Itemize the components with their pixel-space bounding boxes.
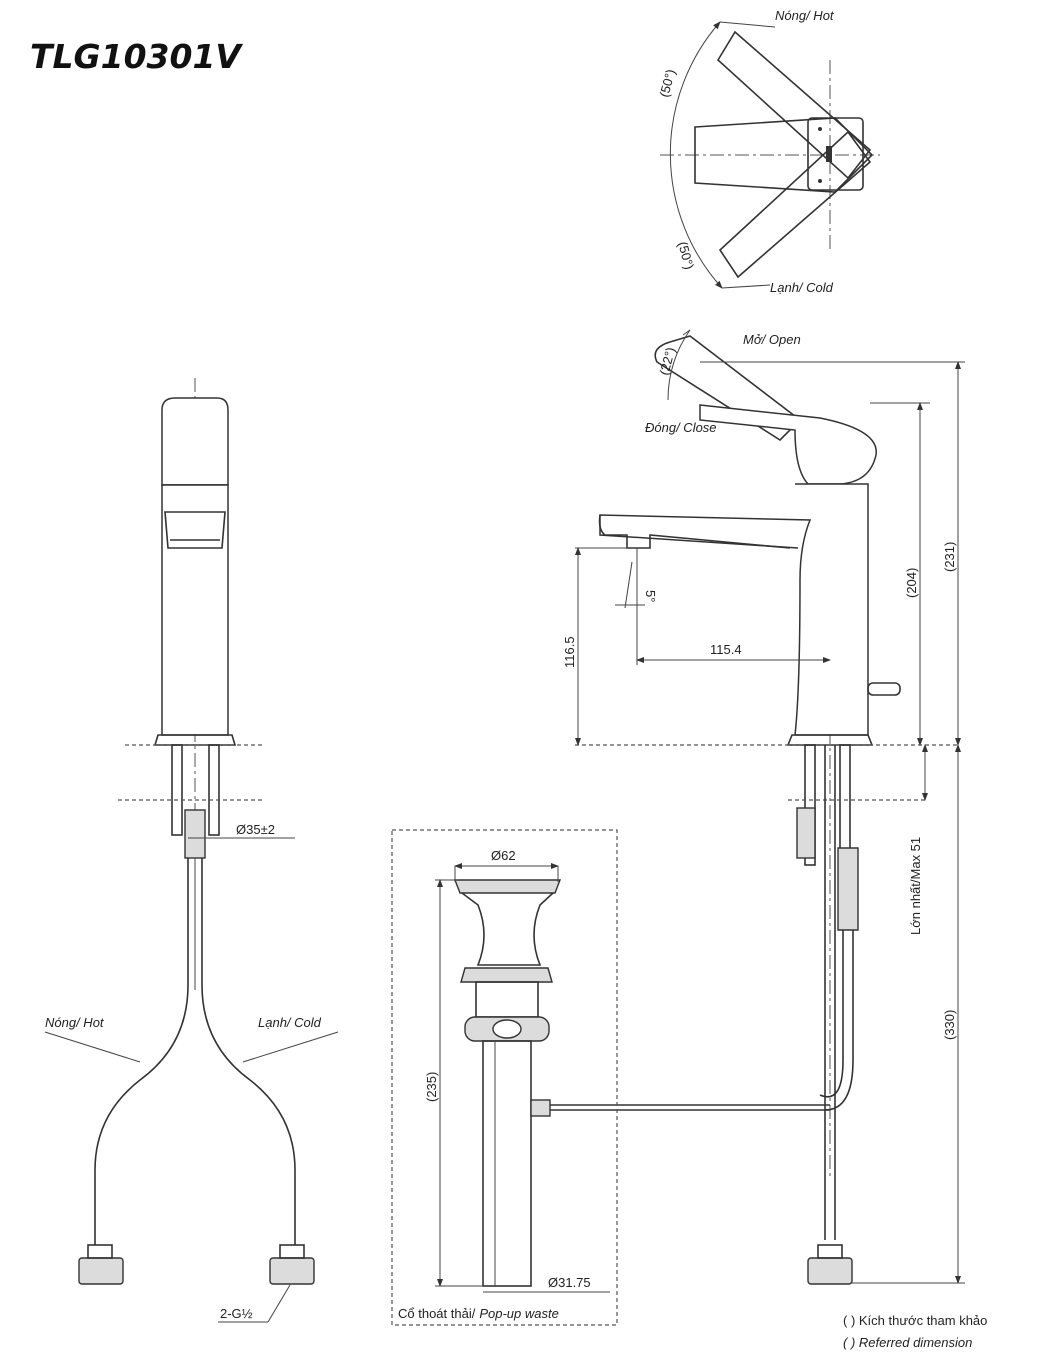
side-max-thickness: Lớn nhất/Max 51 [908, 837, 923, 935]
side-dim-231: (231) [942, 542, 957, 572]
front-cold-label: Lạnh/ Cold [258, 1015, 322, 1030]
waste-height: (235) [424, 1072, 439, 1102]
top-angle-upper: (50°) [656, 68, 678, 99]
side-view: 116.5 115.4 5° (204) (231) (330) Lớn nhấ… [550, 329, 965, 1285]
side-spout-reach: 115.4 [710, 642, 742, 657]
model-title: TLG10301V [30, 37, 243, 76]
side-spout-angle: 5° [643, 590, 658, 602]
side-lever-angle: (22°) [656, 346, 678, 377]
front-thread-label: 2-G½ [220, 1306, 253, 1321]
side-dim-330: (330) [942, 1010, 957, 1040]
note-line-1: ( ) Kích thước tham khảo [843, 1313, 987, 1328]
side-spout-height: 116.5 [562, 636, 577, 668]
waste-label: Cổ thoát thải/Pop-up waste [398, 1306, 559, 1321]
front-view: Ø35±2 Nóng/ Hot Lạnh/ Cold 2-G½ [44, 378, 339, 1323]
waste-pipe-dia: Ø31.75 [548, 1275, 591, 1290]
top-cold-label: Lạnh/ Cold [770, 280, 834, 295]
top-hot-label: Nóng/ Hot [775, 8, 835, 23]
top-angle-lower: (50°) [675, 240, 697, 271]
front-hot-label: Nóng/ Hot [45, 1015, 105, 1030]
front-hole-dim: Ø35±2 [236, 822, 275, 837]
waste-label-vi: Cổ thoát thải/ [398, 1306, 476, 1321]
waste-top-dia: Ø62 [491, 848, 516, 863]
waste-view: Ø62 (235) Ø31.75 Cổ thoát thải/Pop-up wa… [391, 829, 618, 1326]
side-open-label: Mở/ Open [743, 332, 801, 347]
note-line-2: ( ) Referred dimension [843, 1335, 972, 1350]
waste-label-en: Pop-up waste [479, 1306, 559, 1321]
dimension-note: ( ) Kích thước tham khảo ( ) Referred di… [843, 1313, 987, 1350]
top-view: Nóng/ Hot Lạnh/ Cold (50°) (50°) [656, 8, 880, 295]
side-close-label: Đóng/ Close [645, 420, 717, 435]
side-dim-204: (204) [904, 568, 919, 598]
